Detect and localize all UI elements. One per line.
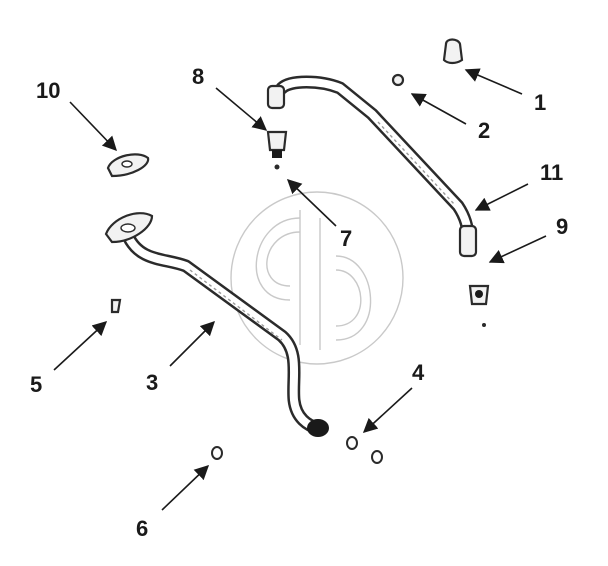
leader-arrow-4 — [362, 387, 413, 433]
callout-6: 6 — [136, 516, 148, 541]
callout-7: 7 — [340, 226, 352, 251]
leader-arrow-6 — [161, 465, 210, 511]
callout-11: 11 — [540, 160, 563, 185]
o-rings-part-4 — [346, 436, 383, 464]
leader-arrow-11 — [474, 183, 529, 211]
gasket-part-10 — [106, 153, 150, 178]
leader-arrow-10 — [69, 101, 117, 152]
tube-part-3 — [104, 212, 329, 437]
leader-arrow-3 — [169, 320, 216, 367]
leader-arrow-2 — [410, 93, 467, 125]
fitting-part-5 — [110, 298, 122, 314]
leader-arrow-9 — [488, 235, 547, 264]
fitting-part-8 — [266, 130, 288, 158]
fitting-part-9 — [468, 284, 490, 327]
ball-part-7 — [274, 164, 280, 170]
callout-2: 2 — [478, 118, 490, 143]
callout-4: 4 — [412, 360, 425, 385]
o-ring-part-6 — [211, 446, 223, 460]
callout-5: 5 — [30, 372, 42, 397]
leader-arrow-1 — [464, 68, 523, 95]
fitting-part-1 — [442, 38, 464, 65]
callout-10: 10 — [36, 78, 60, 103]
leader-arrow-5 — [53, 321, 108, 371]
leader-arrow-7 — [286, 179, 337, 227]
callout-1: 1 — [534, 90, 546, 115]
callout-3: 3 — [146, 370, 158, 395]
callout-8: 8 — [192, 64, 204, 89]
watermark-logo-icon — [230, 191, 404, 365]
callout-9: 9 — [556, 214, 568, 239]
nut-part-2 — [391, 73, 405, 87]
leader-arrow-8 — [215, 87, 268, 131]
tube-part-11 — [266, 75, 478, 258]
